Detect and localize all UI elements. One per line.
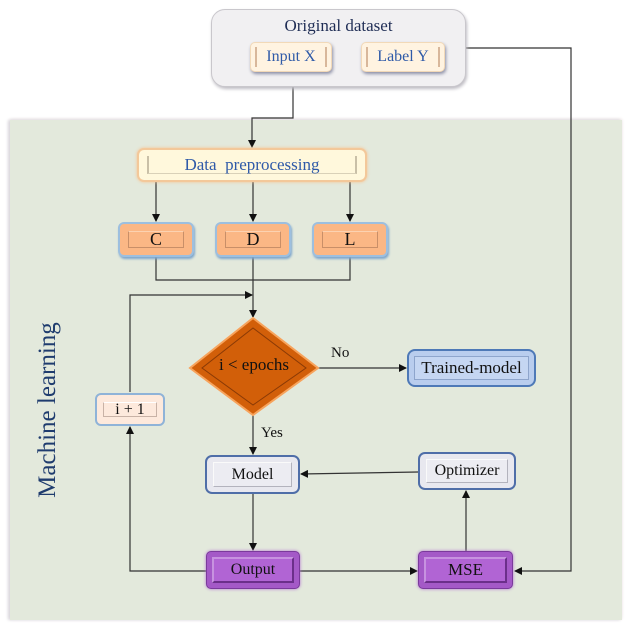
yes-edge-label: Yes [261,425,283,441]
optimizer-label: Optimizer [426,459,508,483]
edge-label-to-mse [466,47,572,575]
data-preprocessing-node: Data preprocessing [137,148,367,182]
feature-l-label: L [322,229,378,249]
label-y-node: Label Y [361,42,445,72]
feature-d-label: D [225,229,281,249]
output-node: Output [206,551,300,589]
optimizer-node: Optimizer [418,452,516,490]
increment-label: i + 1 [103,401,157,418]
decision-diamond-inner [201,327,307,406]
model-node: Model [205,455,300,494]
feature-c-node: C [118,222,194,257]
input-x-node: Input X [250,42,332,72]
mse-label: MSE [424,557,507,583]
data-preprocessing-label: Data preprocessing [147,155,357,174]
edge-optimizer-to-model [300,469,419,478]
machine-learning-label: Machine learning [34,322,61,498]
edge-output-to-increment [126,426,206,572]
increment-node: i + 1 [95,393,165,426]
decision-diamond [188,316,320,417]
feature-c-label: C [128,229,184,249]
trained-model-node: Trained-model [407,349,536,387]
edge-dataset-to-preprocessing [248,87,294,148]
model-label: Model [213,462,292,487]
label-y-label: Label Y [366,47,440,67]
output-label: Output [212,557,294,583]
feature-d-node: D [215,222,291,257]
trained-model-label: Trained-model [414,356,529,380]
feature-l-node: L [312,222,388,257]
input-x-label: Input X [255,47,327,67]
decision-label: i < epochs [218,355,290,374]
mse-node: MSE [418,551,513,589]
original-dataset-title: Original dataset [284,16,393,35]
no-edge-label: No [331,345,350,361]
edge-increment-to-decision [129,291,253,392]
